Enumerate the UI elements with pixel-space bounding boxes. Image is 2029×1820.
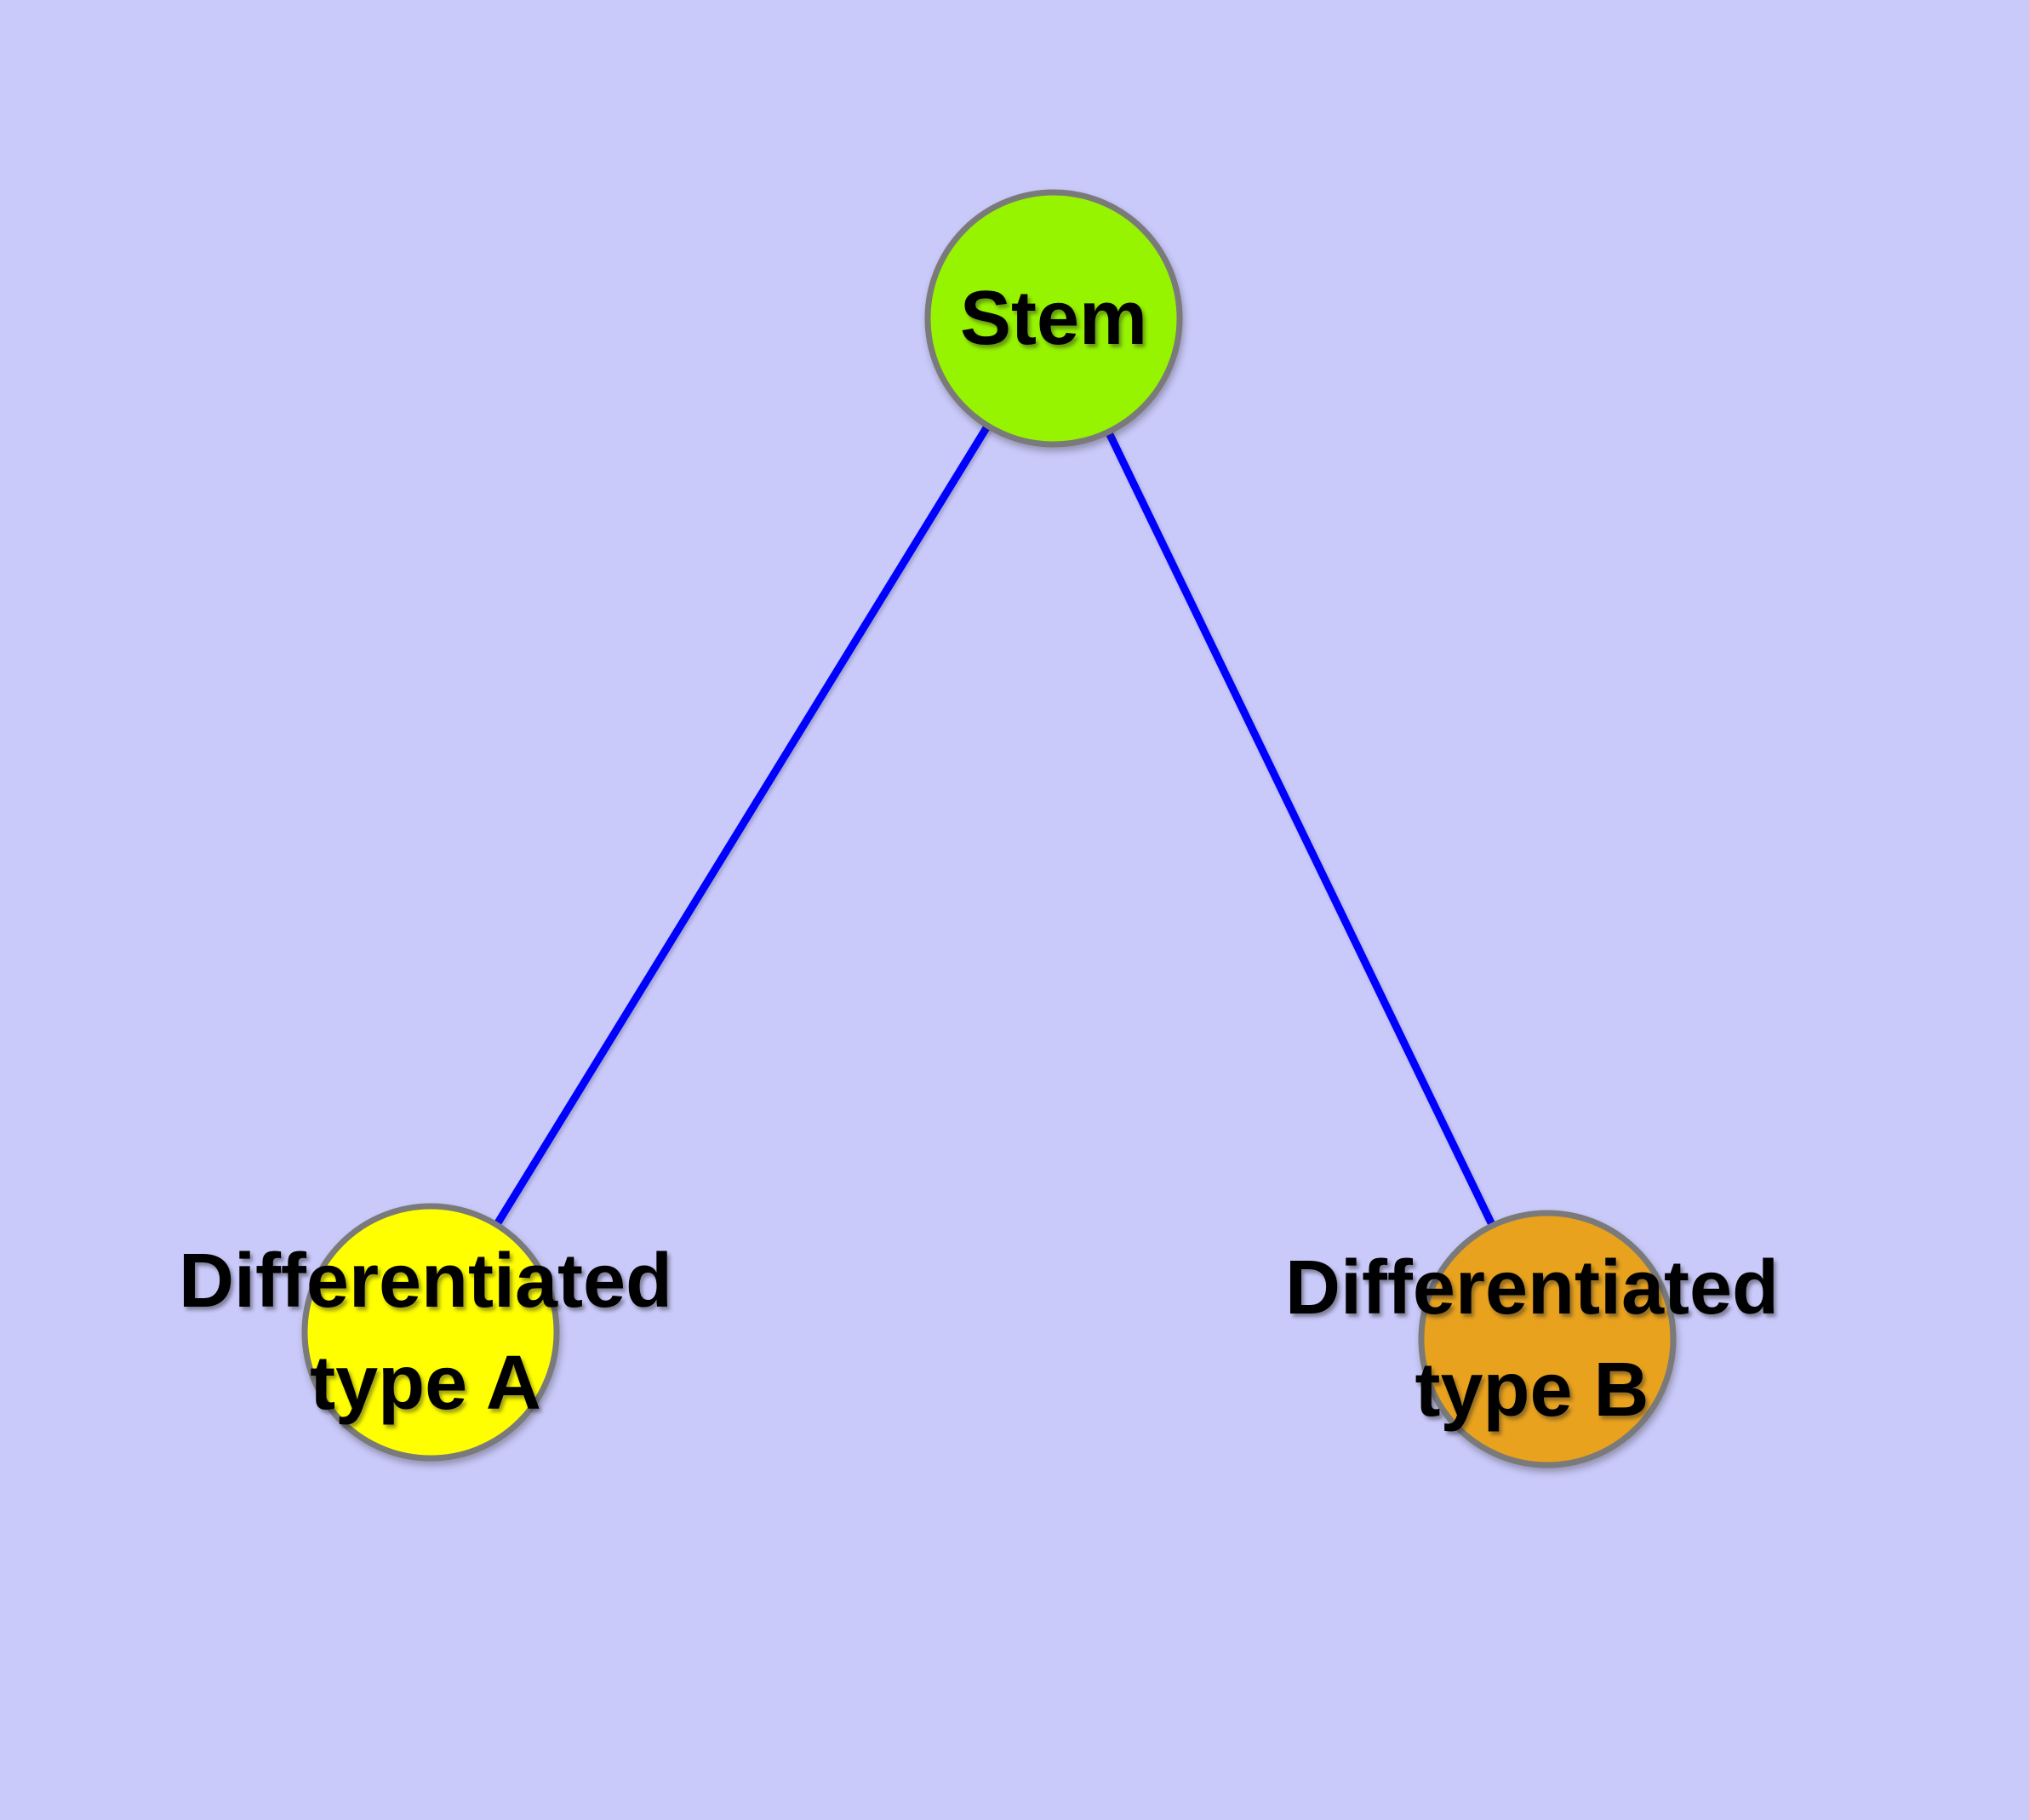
node-type-a-label-line2: type A	[310, 1341, 541, 1426]
edge-stem-to-type-a	[427, 316, 1057, 1335]
node-stem-label: Stem	[960, 276, 1147, 361]
node-type-b-label-line1: Differentiated	[1285, 1245, 1779, 1331]
node-stem	[924, 189, 1183, 448]
node-type-b-label-line2: type B	[1415, 1348, 1649, 1433]
node-differentiated-type-b	[1418, 1210, 1677, 1468]
node-type-a-label-line1: Differentiated	[179, 1239, 672, 1324]
node-differentiated-type-a	[301, 1203, 560, 1462]
edge-stem-to-type-b	[1049, 317, 1552, 1341]
